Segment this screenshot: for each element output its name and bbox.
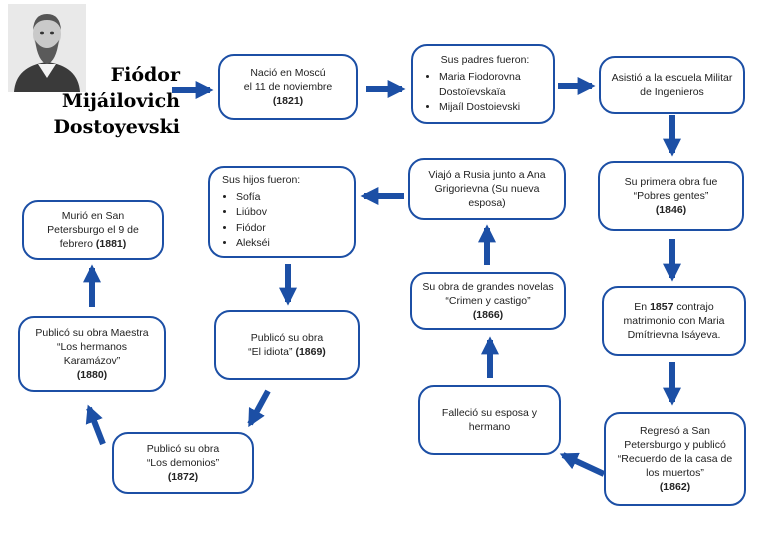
arrow-return-to-deaths — [559, 452, 606, 477]
marriage-text: contrajo matrimonio con Maria Dmítrievna… — [623, 300, 725, 342]
idiota-line-1: Publicó su obra — [250, 331, 324, 344]
node-school: Asistió a la escuela Militar de Ingenier… — [599, 56, 745, 114]
child-4: Alekséi — [236, 236, 270, 250]
crimen-year: (1866) — [472, 309, 504, 322]
child-3: Fiódor — [236, 221, 270, 235]
children-list: Sofía Liúbov Fiódor Alekséi — [222, 189, 270, 251]
born-line-2: el 11 de noviembre — [243, 80, 333, 93]
death-year: (1881) — [95, 238, 127, 251]
marriage-prefix: En — [634, 300, 648, 313]
demonios-line-1: Publicó su obra — [146, 442, 220, 455]
portrait-illustration — [8, 4, 86, 92]
title-line-1: Fiódor — [110, 64, 180, 86]
parent-1: Maria Fiodorovna Dostoïevskaïa — [439, 70, 545, 98]
born-year: (1821) — [272, 95, 304, 108]
node-return: Regresó a San Petersburgo y publicó “Rec… — [604, 412, 746, 506]
parents-title: Sus padres fueron: — [440, 54, 530, 67]
karamazov-text: Publicó su obra Maestra “Los hermanos Ka… — [35, 326, 149, 367]
node-deaths: Falleció su esposa y hermano — [418, 385, 561, 455]
return-year: (1862) — [659, 481, 691, 494]
arrow-idiota-to-demonios — [247, 389, 271, 428]
death-text: Murió en San Petersburgo el 9 de febrero — [47, 209, 139, 251]
node-karamazov: Publicó su obra Maestra “Los hermanos Ka… — [18, 316, 166, 392]
first-work-text: Su primera obra fue “Pobres gentes” — [624, 175, 718, 202]
russia-text: Viajó a Rusia junto a Ana Grigorievna (S… — [428, 168, 546, 210]
diagram-title: Fiódor Mijáilovich Dostoyevski — [30, 62, 180, 140]
node-crimen: Su obra de grandes novelas “Crimen y cas… — [410, 272, 566, 330]
node-born: Nació en Moscú el 11 de noviembre (1821) — [218, 54, 358, 120]
child-1: Sofía — [236, 190, 270, 204]
node-parents: Sus padres fueron: Maria Fiodorovna Dost… — [411, 44, 555, 124]
born-line-1: Nació en Moscú — [250, 66, 326, 79]
demonios-year: (1872) — [167, 471, 199, 484]
node-marriage: En 1857 contrajo matrimonio con Maria Dm… — [602, 286, 746, 356]
marriage-year: 1857 — [650, 300, 674, 313]
return-text: Regresó a San Petersburgo y publicó “Rec… — [617, 424, 733, 480]
parents-list: Maria Fiodorovna Dostoïevskaïa Mijaíl Do… — [425, 69, 545, 115]
node-demonios: Publicó su obra “Los demonios” (1872) — [112, 432, 254, 494]
first-work-year: (1846) — [655, 204, 687, 217]
karamazov-year: (1880) — [76, 369, 108, 382]
idiota-year: (1869) — [295, 346, 326, 358]
node-idiota: Publicó su obra “El idiota” (1869) — [214, 310, 360, 380]
title-line-2: Mijáilovich — [61, 90, 180, 112]
node-first-work: Su primera obra fue “Pobres gentes” (184… — [598, 161, 744, 231]
school-text: Asistió a la escuela Militar de Ingenier… — [611, 71, 733, 98]
child-2: Liúbov — [236, 205, 270, 219]
children-title: Sus hijos fueron: — [222, 174, 301, 187]
deaths-text: Falleció su esposa y hermano — [441, 406, 538, 433]
demonios-line-2: “Los demonios” — [146, 456, 220, 469]
idiota-line-2: “El idiota” — [248, 346, 293, 358]
arrow-demonios-to-karamazov — [85, 404, 106, 446]
title-line-3: Dostoyevski — [53, 116, 180, 138]
parent-2: Mijaíl Dostoievski — [439, 100, 545, 114]
node-russia: Viajó a Rusia junto a Ana Grigorievna (S… — [408, 158, 566, 220]
node-death: Murió en San Petersburgo el 9 de febrero… — [22, 200, 164, 260]
node-children: Sus hijos fueron: Sofía Liúbov Fiódor Al… — [208, 166, 356, 258]
crimen-text: Su obra de grandes novelas “Crimen y cas… — [422, 280, 554, 307]
